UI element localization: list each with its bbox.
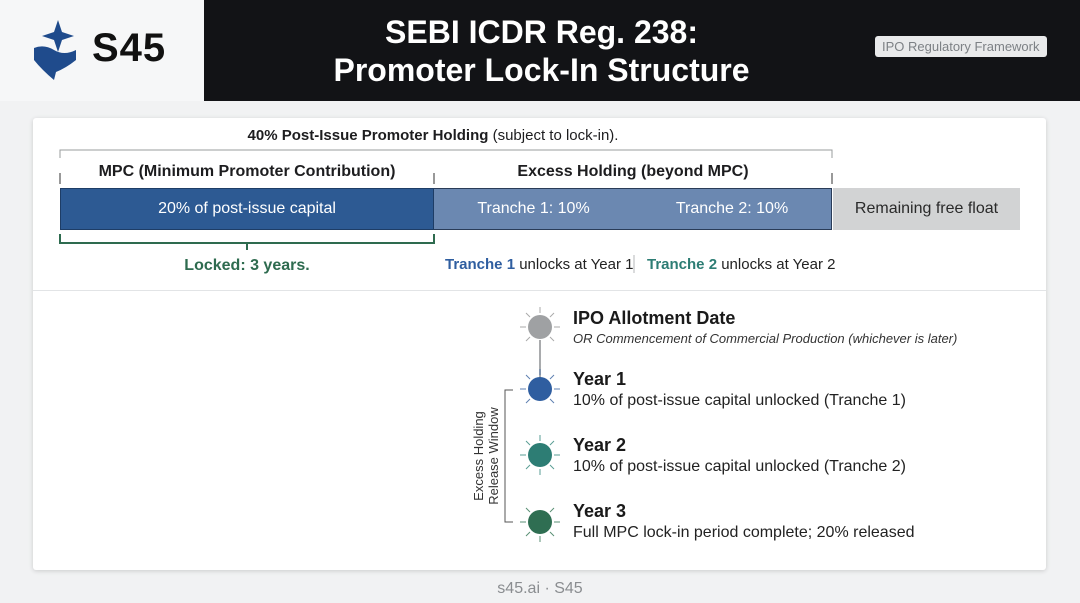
mpc-header: MPC (Minimum Promoter Contribution) <box>98 163 396 180</box>
event-subtitle: 10% of post-issue capital unlocked (Tran… <box>573 458 906 475</box>
event-subtitle: OR Commencement of Commercial Production… <box>573 331 958 346</box>
tranche2-note-bold: Tranche 2 <box>647 256 718 273</box>
node-year1 <box>520 369 560 404</box>
event-year2: Year 2 10% of post-issue capital unlocke… <box>573 435 906 476</box>
header-logo-area: S45 <box>0 0 204 101</box>
tranche2-segment: Tranche 2: 10% <box>633 188 832 230</box>
tranche2-note: Tranche 2 unlocks at Year 2 <box>647 256 835 273</box>
tranche2-note-rest: unlocks at Year 2 <box>717 256 836 273</box>
content-card: 40% Post-Issue Promoter Holding (subject… <box>33 118 1046 570</box>
tranche1-note-bold: Tranche 1 <box>445 256 516 273</box>
bracket-lines <box>59 149 833 273</box>
tranche1-note-rest: unlocks at Year 1 <box>515 256 634 273</box>
holding-top-bold: 40% Post-Issue Promoter Holding <box>247 127 489 144</box>
release-window-label-line1: Excess Holding <box>471 411 486 501</box>
excess-header: Excess Holding (beyond MPC) <box>517 163 749 180</box>
node-year3 <box>520 507 560 542</box>
event-title: Year 3 <box>573 501 627 521</box>
event-title: Year 1 <box>573 369 627 389</box>
tranche1-segment: Tranche 1: 10% <box>434 188 633 230</box>
event-title: Year 2 <box>573 435 627 455</box>
node-year2 <box>520 435 560 475</box>
event-subtitle: 10% of post-issue capital unlocked (Tran… <box>573 392 906 409</box>
locked-note: Locked: 3 years. <box>184 257 310 274</box>
section-divider <box>33 290 1046 291</box>
tranche1-note: Tranche 1 unlocks at Year 1 <box>445 256 633 273</box>
node-ipo-allotment <box>520 307 560 342</box>
footer-text[interactable]: s45.ai · S45 <box>497 580 583 597</box>
framework-badge: IPO Regulatory Framework <box>875 36 1047 57</box>
free-float-segment: Remaining free float <box>833 188 1020 230</box>
s45-logo-icon <box>34 20 76 80</box>
event-ipo-allotment: IPO Allotment Date OR Commencement of Co… <box>573 308 957 346</box>
event-year3: Year 3 Full MPC lock-in period complete;… <box>573 501 914 542</box>
header-bar: SEBI ICDR Reg. 238: Promoter Lock-In Str… <box>204 0 1080 101</box>
brand-name: S45 <box>92 26 167 70</box>
timeline-graphic <box>504 307 560 542</box>
release-window-bracket <box>504 389 513 523</box>
holding-top-normal: (subject to lock-in). <box>488 127 619 144</box>
page-title-line2: Promoter Lock-In Structure <box>333 52 750 88</box>
event-subtitle: Full MPC lock-in period complete; 20% re… <box>573 524 915 541</box>
event-title: IPO Allotment Date <box>573 308 736 328</box>
event-year1: Year 1 10% of post-issue capital unlocke… <box>573 369 906 410</box>
mpc-segment: 20% of post-issue capital <box>60 188 434 230</box>
holding-top-label: 40% Post-Issue Promoter Holding (subject… <box>33 127 833 144</box>
page-title-line1: SEBI ICDR Reg. 238: <box>385 14 698 50</box>
release-window-label-line2: Release Window <box>486 407 501 505</box>
